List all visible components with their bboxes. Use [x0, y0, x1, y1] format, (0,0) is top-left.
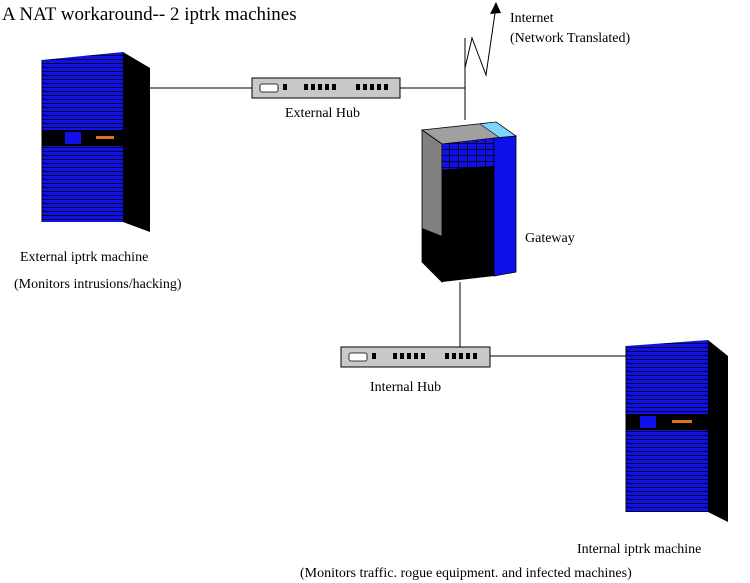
internet-sublabel: (Network Translated)	[510, 31, 631, 46]
external-machine-label: External iptrk machine	[20, 250, 149, 265]
external-machine-description: (Monitors intrusions/hacking)	[14, 277, 182, 292]
internet-arrow-icon	[490, 2, 501, 14]
internal-server-icon	[625, 340, 728, 522]
external-hub-label: External Hub	[285, 106, 361, 121]
gateway-label: Gateway	[525, 231, 575, 246]
internal-machine-label: Internal iptrk machine	[577, 542, 702, 557]
connection-lines	[150, 5, 628, 357]
diagram-title: A NAT workaround-- 2 iptrk machines	[2, 4, 297, 25]
internal-machine-description: (Monitors traffic. rogue equipment. and …	[300, 566, 632, 581]
internal-hub-label: Internal Hub	[370, 380, 442, 395]
gateway-icon	[420, 121, 518, 283]
internet-lightning-link	[464, 5, 497, 77]
external-hub-icon	[251, 77, 401, 99]
internal-hub-icon	[340, 346, 491, 368]
external-server-icon	[41, 52, 150, 232]
internet-label: Internet	[510, 11, 554, 26]
